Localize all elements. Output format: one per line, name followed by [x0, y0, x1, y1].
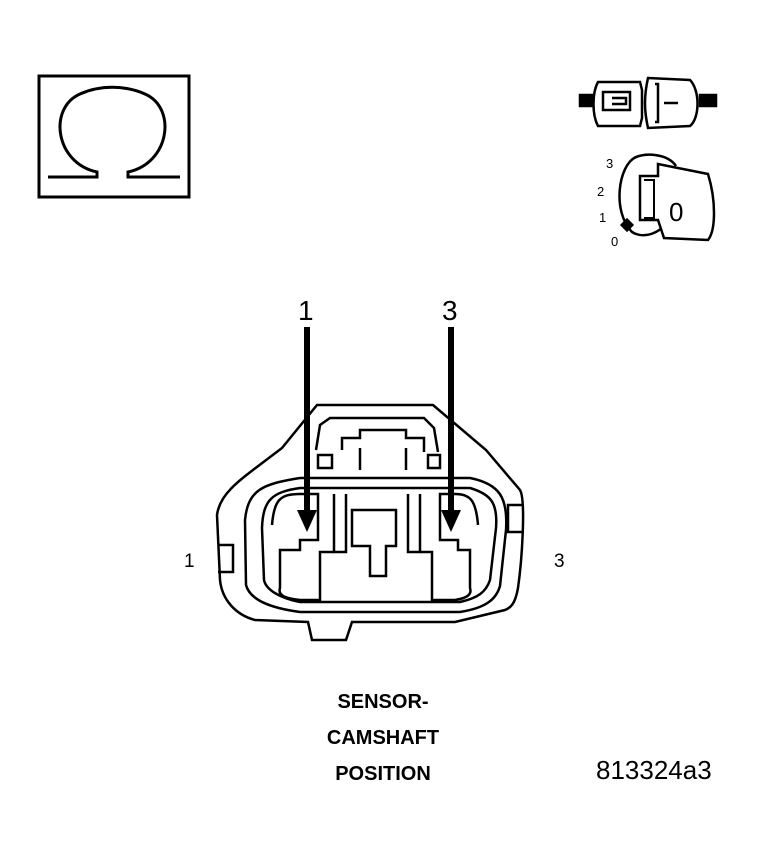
switch-position-0: 0 — [611, 234, 618, 249]
side-label-pin-1: 1 — [184, 551, 195, 572]
switch-position-3: 3 — [606, 156, 613, 171]
pin-3-callout: 3 — [442, 295, 458, 326]
caption-line-1: SENSOR- — [337, 691, 429, 713]
switch-position-2: 2 — [597, 184, 604, 199]
connector-disconnected-icon — [578, 76, 718, 130]
side-label-pin-3: 3 — [554, 551, 565, 572]
pin-1-callout: 1 — [298, 295, 314, 326]
switch-position-1: 1 — [599, 210, 606, 225]
pin-1-arrow — [297, 327, 317, 532]
pin-3-arrow — [441, 327, 461, 532]
caption-line-3: POSITION — [335, 763, 431, 785]
key-position-value: 0 — [669, 197, 683, 227]
figure-id: 813324a3 — [596, 755, 712, 785]
connector-face — [215, 403, 525, 642]
ignition-key-icon — [618, 153, 716, 242]
caption-line-2: CAMSHAFT — [326, 727, 440, 749]
ohmmeter-icon — [37, 74, 191, 199]
connector-caption: SENSOR- CAMSHAFT POSITION — [283, 684, 483, 792]
